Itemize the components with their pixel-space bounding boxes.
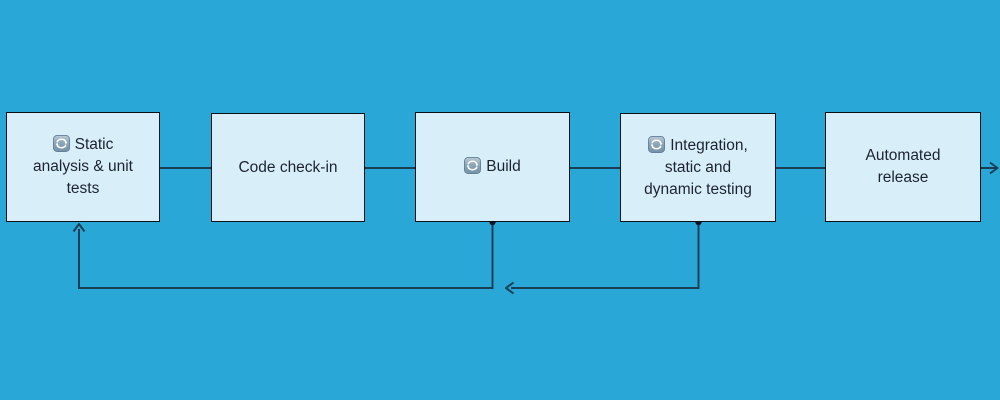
arrowhead-up-icon <box>72 223 86 233</box>
node-label: Integration, static and dynamic testing <box>642 135 754 201</box>
node-label: Automated release <box>846 145 960 189</box>
node-automated-release[interactable]: Automated release <box>825 112 981 222</box>
arrowhead-left-icon <box>505 281 515 295</box>
node-label-text: Integration, static and dynamic testing <box>644 136 752 198</box>
loop-arrows-icon <box>52 135 70 152</box>
node-label-text: Build <box>486 158 521 175</box>
node-code-check-in[interactable]: Code check-in <box>211 113 365 222</box>
node-label-text: Automated release <box>865 147 941 186</box>
feedback-loop-build <box>78 223 494 289</box>
loop-arrows-icon <box>464 157 482 174</box>
node-static-analysis-unit-tests[interactable]: Static analysis & unit tests <box>6 112 160 222</box>
node-label: Build <box>436 156 549 178</box>
node-integration-static-dynamic-testing[interactable]: Integration, static and dynamic testing <box>620 113 776 222</box>
feedback-loop-integration <box>511 223 700 289</box>
node-label-text: Code check-in <box>238 158 338 176</box>
node-label: Static analysis & unit tests <box>27 134 139 200</box>
node-build[interactable]: Build <box>415 112 570 222</box>
arrowhead-right-icon <box>989 161 999 175</box>
node-label-text: Static analysis & unit tests <box>33 136 133 197</box>
loop-arrows-icon <box>648 135 666 153</box>
node-label: Code check-in <box>232 157 344 179</box>
